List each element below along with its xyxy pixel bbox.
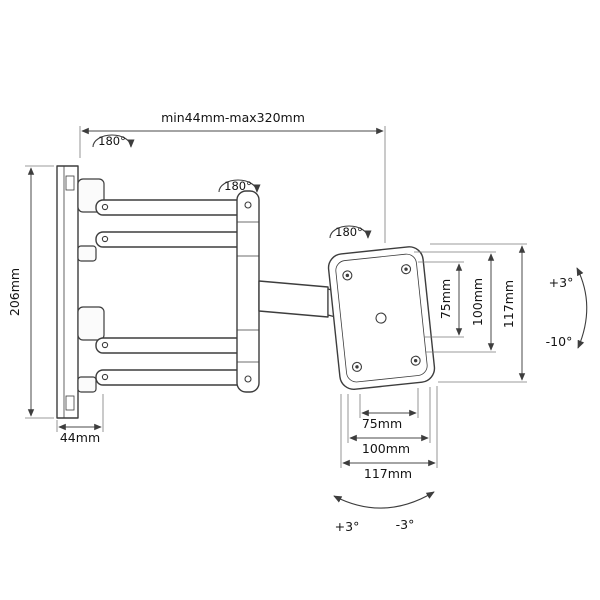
dim-vesa-vertical-100: 100mm [414, 251, 496, 353]
rotation-annotation: +3° -3° [333, 491, 435, 534]
dim-vesa-horizontal-100: 100mm [347, 387, 431, 456]
label-rotation-cw: +3° [335, 519, 360, 534]
vesa-center-hole [375, 312, 387, 324]
swivel-annotation-elbow: 180° [218, 179, 261, 193]
tilt-annotation: +3° -10° [546, 267, 588, 349]
dim-plate-horizontal-117: 117mm [340, 386, 438, 481]
lower-arm [95, 337, 245, 386]
label-rotation-ccw: -3° [396, 517, 415, 532]
label-vesa-horizontal-75: 75mm [362, 416, 402, 431]
dim-wall-plate-height: 206mm [7, 165, 54, 419]
vesa-plate [327, 246, 436, 390]
dim-vesa-horizontal-75: 75mm [359, 388, 419, 431]
label-plate-vertical-117: 117mm [501, 280, 516, 328]
dim-wall-plate-width: 44mm [56, 394, 104, 445]
label-tilt-up: +3° [549, 275, 574, 290]
wall-plate [56, 165, 105, 419]
label-swivel-wall: 180° [98, 134, 126, 148]
dim-vesa-vertical-75: 75mm [418, 261, 464, 338]
pivot-column [236, 190, 260, 393]
label-extension-range: min44mm-max320mm [161, 110, 305, 125]
vesa-hole-bottom-right [410, 355, 421, 366]
swivel-annotation-wall: 180° [92, 134, 135, 148]
label-vesa-vertical-75: 75mm [438, 279, 453, 319]
vesa-hole-top-left [342, 270, 353, 281]
label-vesa-horizontal-100: 100mm [362, 441, 410, 456]
label-vesa-vertical-100: 100mm [470, 278, 485, 326]
vesa-hole-bottom-left [351, 361, 363, 372]
dim-plate-vertical-117: 117mm [430, 243, 527, 383]
label-swivel-head: 180° [335, 225, 363, 239]
dim-extension-range: min44mm-max320mm [79, 110, 386, 243]
vesa-hole-top-right [400, 264, 412, 275]
label-wall-plate-height: 206mm [7, 268, 22, 316]
label-tilt-down: -10° [546, 334, 573, 349]
swivel-annotation-head: 180° [329, 225, 372, 239]
label-wall-plate-width: 44mm [60, 430, 100, 445]
upper-arm [95, 199, 245, 248]
label-swivel-elbow: 180° [224, 179, 252, 193]
label-plate-horizontal-117: 117mm [364, 466, 412, 481]
